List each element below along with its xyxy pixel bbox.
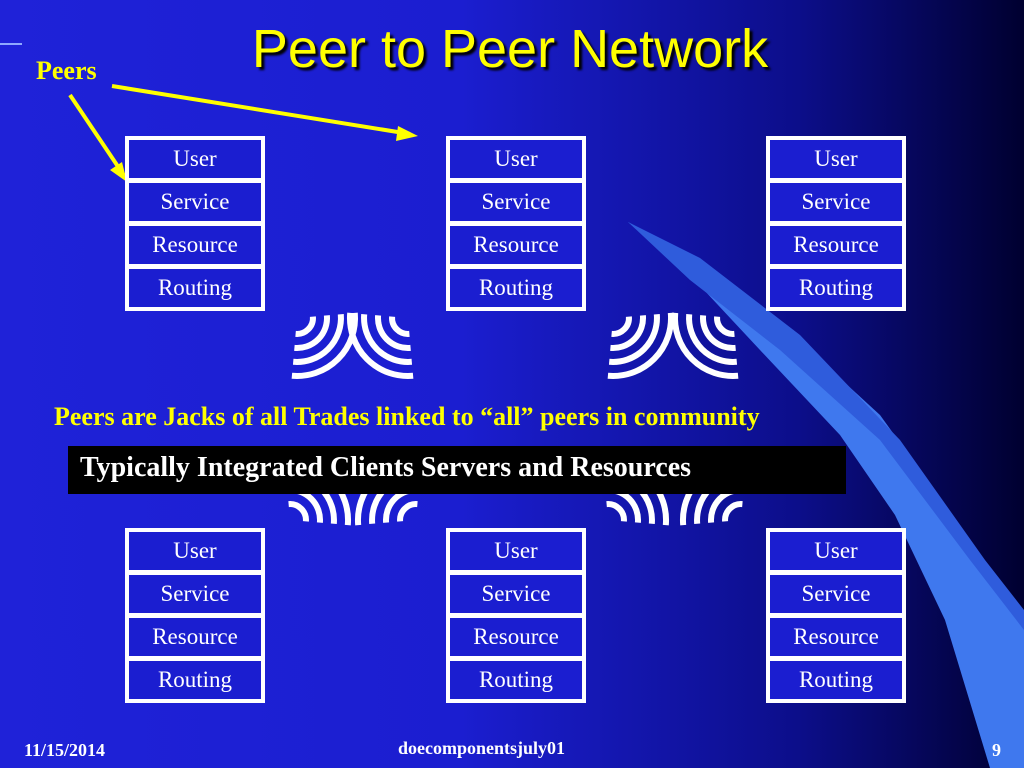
wireless-wave-icon <box>607 312 675 380</box>
page-number: 9 <box>992 740 1001 760</box>
peer-stack: User Service Resource Routing <box>766 528 906 703</box>
wave-arc <box>288 501 309 522</box>
layer-resource: Resource <box>770 618 902 656</box>
layer-routing: Routing <box>450 269 582 307</box>
wave-arc <box>294 315 330 351</box>
layer-service: Service <box>129 183 261 221</box>
wave-arc <box>700 315 736 351</box>
wave-arc <box>295 316 316 337</box>
layer-resource: Resource <box>450 618 582 656</box>
footer-source: doecomponentsjuly01 <box>398 738 566 758</box>
layer-routing: Routing <box>129 661 261 699</box>
wave-arc <box>714 316 735 337</box>
wave-arc <box>361 313 413 365</box>
wave-arc <box>389 316 410 337</box>
peer-stack: User Service Resource Routing <box>446 136 586 311</box>
statement-text: Peers are Jacks of all Trades linked to … <box>54 402 760 431</box>
wave-arc <box>606 501 627 522</box>
wave-arc <box>383 487 419 523</box>
caption-box <box>68 446 846 494</box>
wave-arc <box>346 312 414 380</box>
layer-resource: Resource <box>129 226 261 264</box>
wireless-wave-icon <box>346 312 414 380</box>
layer-service: Service <box>450 183 582 221</box>
layer-service: Service <box>770 575 902 613</box>
layer-user: User <box>450 140 582 178</box>
layer-user: User <box>770 140 902 178</box>
peers-label: Peers <box>36 56 97 85</box>
layer-user: User <box>129 140 261 178</box>
page-title: Peer to Peer Network <box>251 19 769 79</box>
arrow-icon <box>68 93 127 179</box>
wireless-wave-icon <box>671 312 739 380</box>
peer-stack: User Service Resource Routing <box>125 528 265 703</box>
layer-service: Service <box>450 575 582 613</box>
layer-routing: Routing <box>770 269 902 307</box>
arrow-head-icon <box>396 126 418 141</box>
layer-user: User <box>129 532 261 570</box>
wave-arc <box>671 312 739 380</box>
layer-resource: Resource <box>450 226 582 264</box>
footer-date: 11/15/2014 <box>24 740 106 760</box>
peer-stack: User Service Resource Routing <box>766 136 906 311</box>
wave-arc <box>686 313 738 365</box>
wave-arc <box>605 487 641 523</box>
wave-arc <box>611 316 632 337</box>
wave-arc <box>292 313 344 365</box>
layer-routing: Routing <box>770 661 902 699</box>
layer-user: User <box>450 532 582 570</box>
wave-arc <box>607 312 675 380</box>
wave-arc <box>287 487 323 523</box>
wave-arc <box>375 315 411 351</box>
layer-routing: Routing <box>450 661 582 699</box>
wave-arc <box>610 315 646 351</box>
wave-arc <box>708 487 744 523</box>
wave-arc <box>291 312 359 380</box>
layer-routing: Routing <box>129 269 261 307</box>
layer-resource: Resource <box>770 226 902 264</box>
peer-stack: User Service Resource Routing <box>125 136 265 311</box>
peer-stack: User Service Resource Routing <box>446 528 586 703</box>
wireless-wave-icon <box>291 312 359 380</box>
layer-service: Service <box>129 575 261 613</box>
wave-arc <box>722 501 743 522</box>
wave-arc <box>608 313 660 365</box>
layer-user: User <box>770 532 902 570</box>
arrow-icon <box>111 84 411 136</box>
wave-arc <box>397 501 418 522</box>
layer-resource: Resource <box>129 618 261 656</box>
caption-text: Typically Integrated Clients Servers and… <box>80 452 692 483</box>
layer-service: Service <box>770 183 902 221</box>
